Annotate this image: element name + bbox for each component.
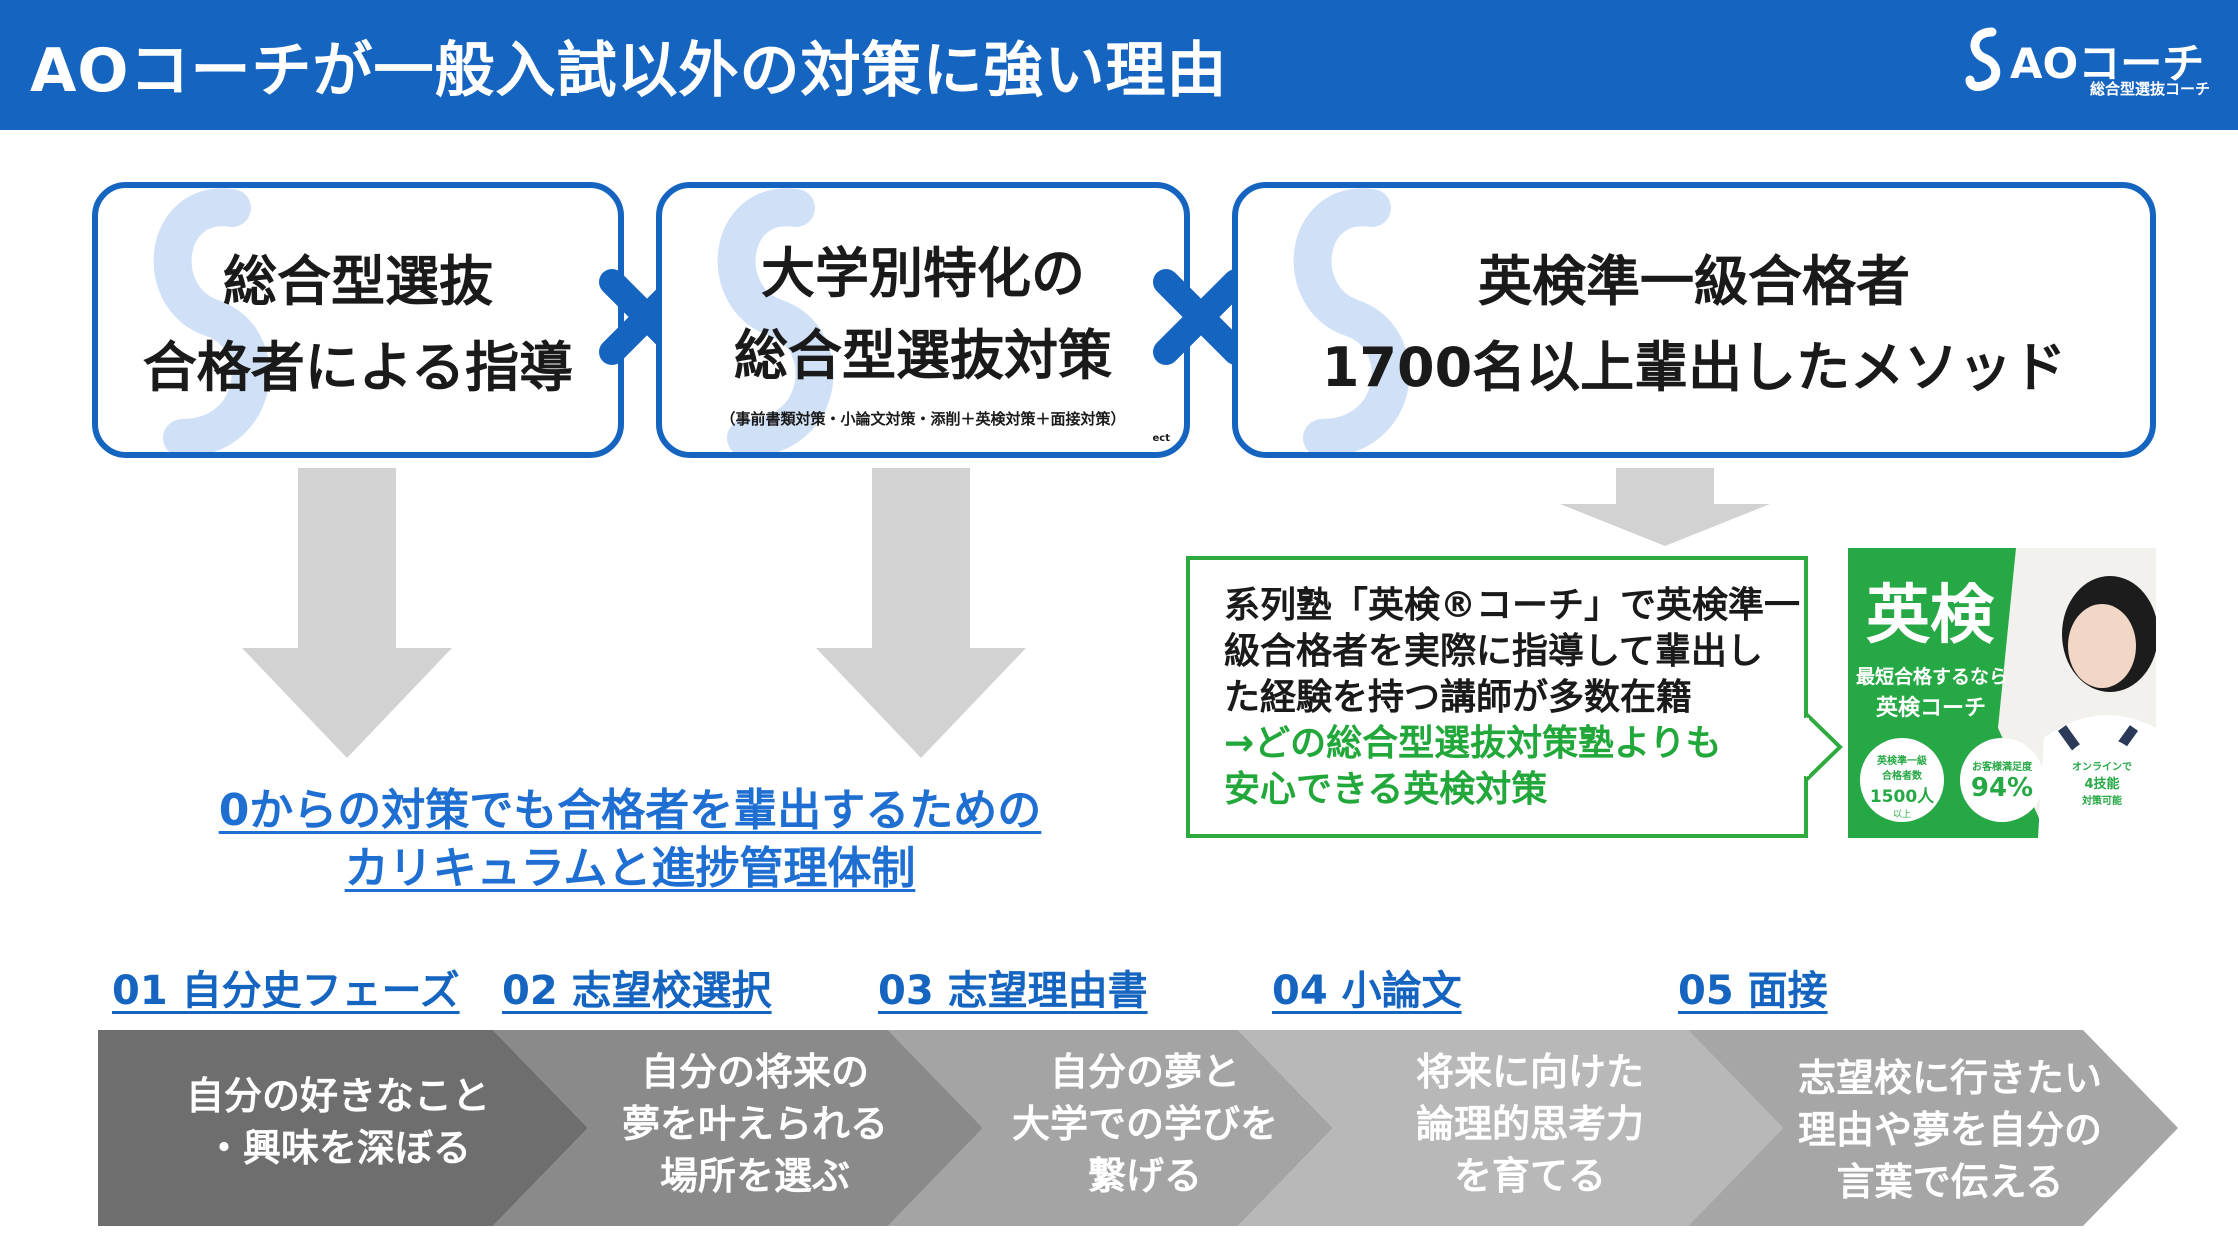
step-chevron-5 — [1688, 1030, 2178, 1226]
step-4-line-3: を育てる — [1453, 1154, 1606, 1198]
badge-1-suffix: 以上 — [1892, 810, 1911, 820]
step-5-line-1: 志望校に行きたい — [1797, 1056, 2102, 1100]
step-4-line-2: 論理的思考力 — [1415, 1102, 1644, 1146]
badge-2-top: お客様満足度 — [1972, 762, 2032, 773]
feature-2-line2: 総合型選抜対策 — [734, 324, 1112, 387]
feature-2-note: （事前書類対策・小論文対策・添削＋英検対策＋面接対策） — [720, 410, 1126, 428]
multiply-icon — [1153, 269, 1249, 365]
callout-line-1: 系列塾「英検®コーチ」で英検準一 — [1224, 585, 1801, 626]
curriculum-text-line2: カリキュラムと進捗管理体制 — [344, 843, 916, 894]
step-label-3: 03 志望理由書 — [878, 968, 1148, 1014]
swirl-decoration-icon — [1293, 188, 1410, 452]
badge-1-top: 英検準一級 — [1877, 756, 1927, 767]
feature-2-note-suffix: ect — [1152, 433, 1171, 444]
promo-badge-3: オンラインで 4技能 対策可能 — [2060, 738, 2144, 822]
feature-1-line1: 総合型選抜 — [223, 250, 493, 313]
step-chevrons — [98, 1030, 2178, 1226]
s-swirl-logo-icon — [1965, 27, 2001, 91]
step-label-5: 05 面接 — [1678, 968, 1828, 1014]
logo-text: AOコーチ — [2010, 39, 2205, 88]
step-1-line-1: 自分の好きなこと — [185, 1074, 490, 1118]
eiken-coach-promo-image: 英検 最短合格するなら 英検コーチ 英検準一級 合格者数 1500人 以上 お客… — [1848, 548, 2156, 838]
step-chevron-3 — [888, 1030, 1333, 1226]
step-4-text: 将来に向けた 論理的思考力 を育てる — [1340, 1046, 1720, 1202]
step-2-line-1: 自分の将来の — [640, 1050, 869, 1094]
badge-3-mid: 4技能 — [2084, 777, 2120, 792]
promo-sub1: 最短合格するなら — [1856, 666, 2009, 688]
step-2-text: 自分の将来の 夢を叶えられる 場所を選ぶ — [560, 1046, 950, 1202]
callout-pointer-icon — [1804, 712, 1843, 782]
feature-3-line2: 1700名以上輩出したメソッド — [1321, 336, 2067, 399]
page-title: AOコーチが一般入試以外の対策に強い理由 — [30, 36, 1228, 106]
step-3-text: 自分の夢と 大学での学びを 繋げる — [960, 1046, 1330, 1202]
badge-3-value: 対策可能 — [2082, 796, 2122, 807]
swirl-decoration-icon — [153, 188, 270, 452]
feature-1-line2: 合格者による指導 — [142, 336, 574, 399]
step-2-line-2: 夢を叶えられる — [621, 1102, 888, 1146]
down-arrow-icon — [242, 468, 452, 758]
step-5-line-2: 理由や夢を自分の — [1797, 1108, 2102, 1152]
logo-subtitle: 総合型選抜コーチ — [2090, 80, 2211, 98]
badge-3-top: オンラインで — [2072, 762, 2132, 773]
header-bar — [0, 0, 2238, 130]
callout-line-4: →どの総合型選抜対策塾よりも — [1224, 723, 1722, 764]
promo-title: 英検 — [1866, 579, 1994, 653]
step-1-line-2: ・興味を深ぼる — [204, 1126, 471, 1170]
badge-1-mid: 合格者数 — [1882, 771, 1922, 782]
promo-sub2: 英検コーチ — [1876, 696, 1987, 721]
down-arrow-icon — [1560, 468, 1770, 546]
promo-badge-1: 英検準一級 合格者数 1500人 以上 — [1860, 738, 1944, 822]
feature-3-line1: 英検準一級合格者 — [1478, 250, 1910, 313]
step-1-text: 自分の好きなこと ・興味を深ぼる — [98, 1070, 578, 1174]
feature-box-2: 大学別特化の 総合型選抜対策 （事前書類対策・小論文対策・添削＋英検対策＋面接対… — [656, 182, 1190, 458]
step-chevron-4 — [1238, 1030, 1783, 1226]
feature-box-1: 総合型選抜 合格者による指導 — [92, 182, 624, 458]
callout-line-3: た経験を持つ講師が多数在籍 — [1224, 677, 1693, 718]
step-3-line-2: 大学での学びを — [1011, 1102, 1278, 1146]
step-label-4: 04 小論文 — [1272, 968, 1462, 1014]
step-chevron-1 — [98, 1030, 588, 1226]
step-4-line-1: 将来に向けた — [1415, 1050, 1644, 1094]
feature-2-line1: 大学別特化の — [761, 242, 1085, 305]
callout-line-5: 安心できる英検対策 — [1224, 769, 1548, 810]
step-3-line-1: 自分の夢と — [1049, 1050, 1240, 1094]
step-label-2: 02 志望校選択 — [502, 968, 772, 1014]
badge-2-value: 94% — [1970, 773, 2034, 803]
feature-box-3: 英検準一級合格者 1700名以上輩出したメソッド — [1232, 182, 2156, 458]
swirl-decoration-icon — [717, 188, 834, 452]
eiken-callout-box: 系列塾「英検®コーチ」で英検準一 級合格者を実際に指導して輩出し た経験を持つ講… — [1186, 556, 1808, 838]
badge-1-value: 1500人 — [1869, 787, 1935, 807]
callout-line-2: 級合格者を実際に指導して輩出し — [1224, 631, 1763, 672]
step-5-text: 志望校に行きたい 理由や夢を自分の 言葉で伝える — [1760, 1052, 2140, 1208]
down-arrow-icon — [816, 468, 1026, 758]
step-3-line-3: 繋げる — [1087, 1154, 1202, 1198]
step-2-line-3: 場所を選ぶ — [659, 1154, 850, 1198]
step-5-line-3: 言葉で伝える — [1836, 1160, 2064, 1204]
curriculum-text-line1: 0からの対策でも合格者を輩出するための — [218, 785, 1042, 836]
promo-badge-2: お客様満足度 94% — [1960, 738, 2044, 822]
step-chevron-2 — [493, 1030, 983, 1226]
step-label-1: 01 自分史フェーズ — [112, 968, 460, 1014]
